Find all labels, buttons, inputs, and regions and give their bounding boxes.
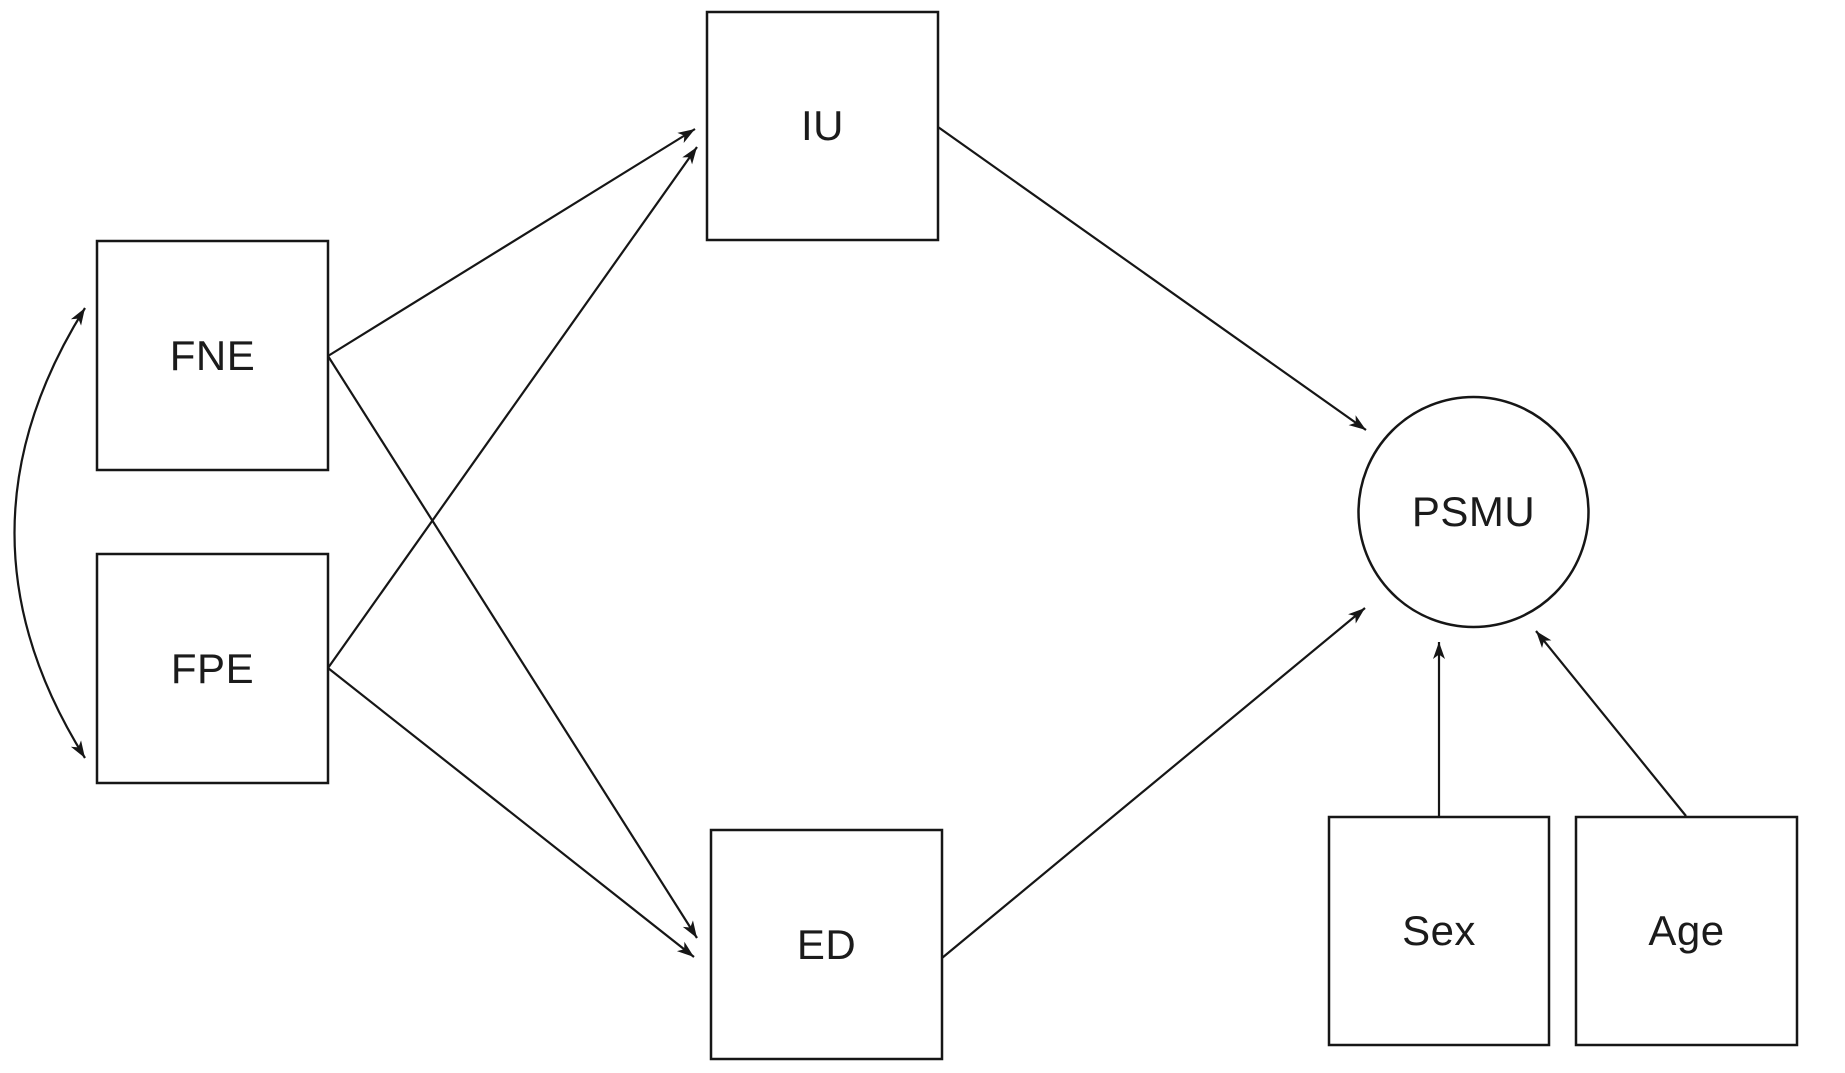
edge-age-to-psmu-arrow (1535, 630, 1687, 817)
node-iu-box (705, 10, 940, 242)
node-psmu-circle (1357, 395, 1590, 629)
node-ed-box (709, 828, 944, 1061)
node-fpe-box (95, 552, 330, 785)
edge-fpe-to-ed-arrow (327, 667, 695, 958)
edge-fne-fpe-covariance-arrow (13, 307, 86, 759)
edge-fne-to-ed-arrow (327, 355, 698, 939)
node-fne-label: FNE (169, 331, 256, 379)
edge-ed-to-psmu-arrow (941, 607, 1366, 959)
node-age-label: Age (1648, 907, 1725, 954)
node-sex-box (1327, 815, 1551, 1047)
edge-iu-to-psmu-arrow (937, 126, 1367, 431)
node-fpe-label: FPE (170, 644, 255, 692)
edge-fpe-to-iu-arrow (327, 146, 698, 669)
node-age-box (1574, 815, 1799, 1047)
node-psmu-label: PSMU (1411, 488, 1536, 535)
node-ed-label: ED (796, 920, 857, 968)
node-sex-label: Sex (1402, 907, 1476, 954)
node-fne-box (95, 239, 330, 472)
edge-fne-to-iu-arrow (327, 128, 696, 357)
node-iu-label: IU (801, 102, 844, 149)
